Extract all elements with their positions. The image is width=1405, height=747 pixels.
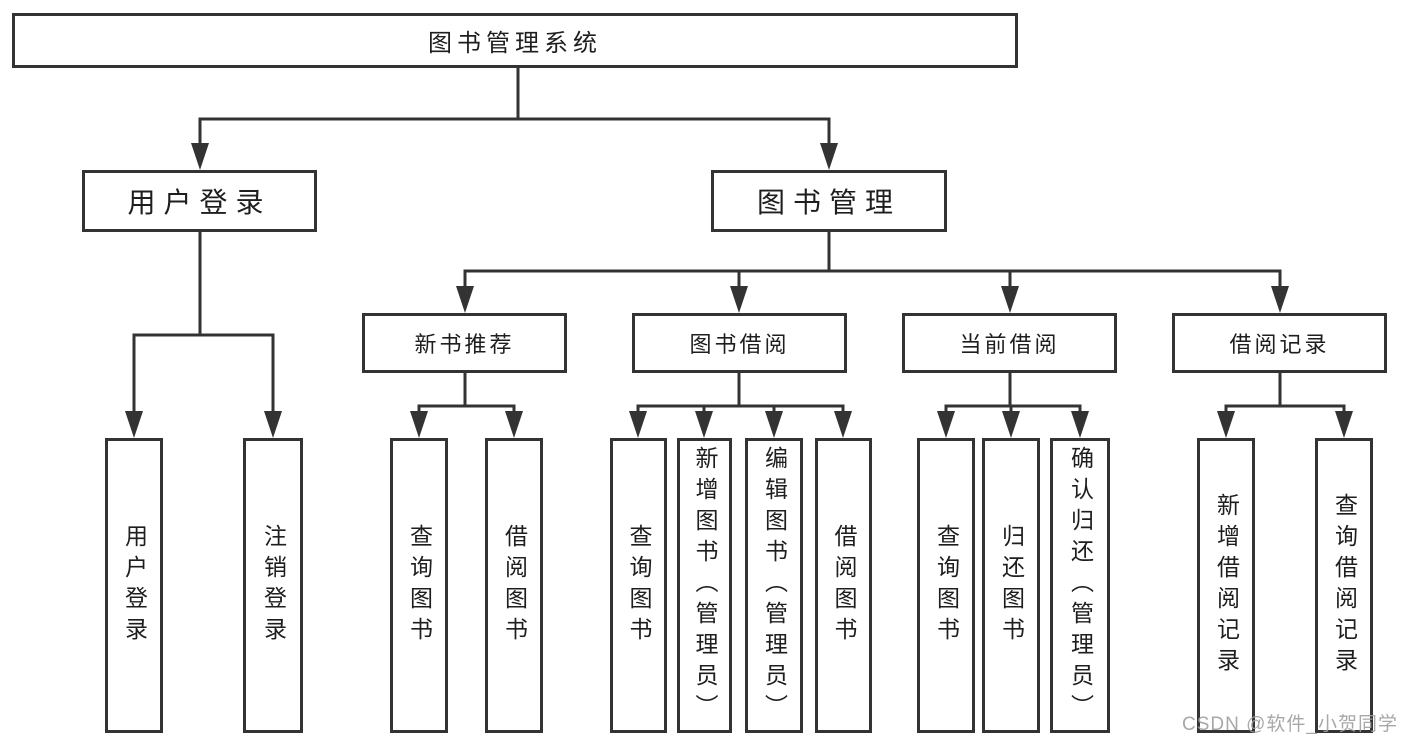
leaf-user-login: 用户登录 [105,438,163,733]
leaf-borrow-books-2: 借阅图书 [815,438,872,733]
node-label: 归还图书 [998,523,1025,648]
node-user-login: 用户登录 [82,170,317,232]
node-label: 编辑图书（管理员） [761,446,788,725]
node-book-borrow: 图书借阅 [632,313,847,373]
node-label: 图书管理系统 [428,30,602,57]
node-label: 借阅图书 [501,523,528,648]
leaf-edit-books-admin: 编辑图书（管理员） [745,438,803,733]
node-current-borrow: 当前借阅 [902,313,1117,373]
node-borrow-records: 借阅记录 [1172,313,1387,373]
leaf-query-books-3: 查询图书 [917,438,975,733]
node-label: 查询图书 [406,523,433,648]
leaf-add-books-admin: 新增图书（管理员） [677,438,732,733]
node-label: 查询图书 [626,523,652,648]
node-new-book-recommend: 新书推荐 [362,313,567,373]
node-label: 查询图书 [933,523,960,648]
node-label: 新增借阅记录 [1213,492,1240,679]
node-label: 借阅记录 [1229,332,1330,357]
node-label: 图书管理 [756,187,901,218]
leaf-borrow-books-1: 借阅图书 [485,438,543,733]
leaf-add-borrow-record: 新增借阅记录 [1197,438,1255,733]
node-label: 注销登录 [260,523,287,648]
node-label: 查询借阅记录 [1331,492,1358,679]
node-label: 用户登录 [121,523,148,648]
leaf-query-borrow-record: 查询借阅记录 [1315,438,1373,733]
leaf-return-books: 归还图书 [982,438,1040,733]
node-label: 用户登录 [127,187,272,218]
leaf-logout: 注销登录 [243,438,303,733]
node-label: 新增图书（管理员） [692,446,718,725]
node-label: 新书推荐 [414,332,515,357]
leaf-query-books-2: 查询图书 [610,438,667,733]
node-label: 借阅图书 [831,523,857,648]
node-book-management: 图书管理 [711,170,947,232]
leaf-query-books-1: 查询图书 [390,438,448,733]
node-root-system: 图书管理系统 [12,13,1018,68]
leaf-confirm-return-admin: 确认归还（管理员） [1050,438,1110,733]
node-label: 图书借阅 [689,332,790,357]
node-label: 当前借阅 [959,332,1060,357]
csdn-watermark: CSDN @软件_小贺同学 [1182,714,1398,735]
node-label: 确认归还（管理员） [1067,446,1094,725]
